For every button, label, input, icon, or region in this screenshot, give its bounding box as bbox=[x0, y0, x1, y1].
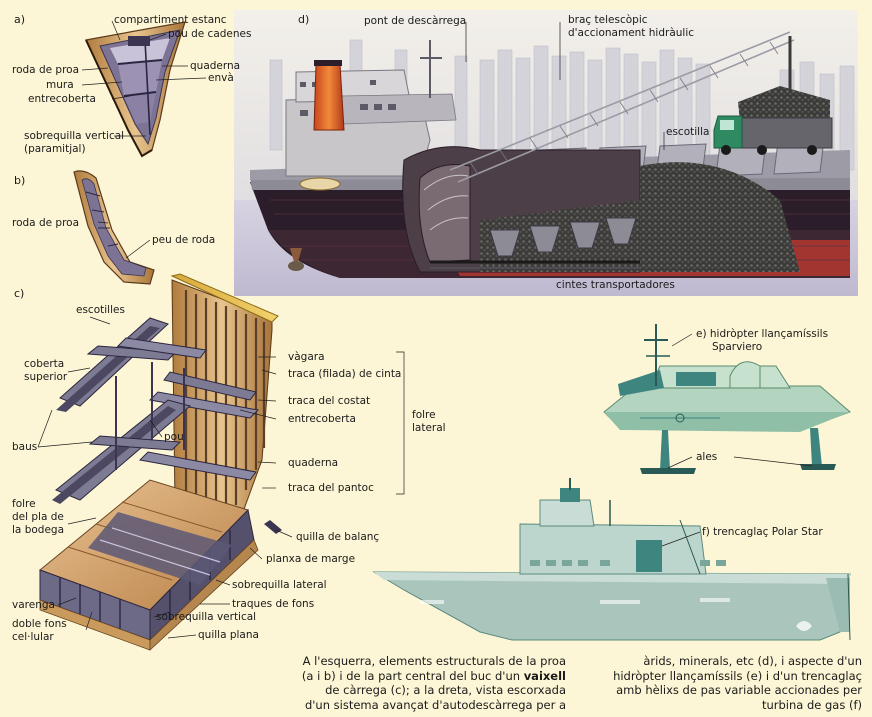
label-pont-descarrega: pont de descàrrega bbox=[364, 15, 467, 27]
label-folre-bodega-1: folre bbox=[12, 498, 36, 510]
label-pou-de-cadenes: pou de cadenes bbox=[168, 28, 252, 40]
label-quaderna-c: quaderna bbox=[288, 457, 339, 469]
label-folre-lateral-1: folre bbox=[412, 409, 436, 421]
section-label-d: d) bbox=[298, 13, 310, 26]
label-hidropter-1: e) hidròpter llançamíssils bbox=[696, 328, 829, 340]
label-entrecoberta-a: entrecoberta bbox=[28, 93, 96, 105]
section-label-b: b) bbox=[14, 174, 26, 187]
label-mura: mura bbox=[46, 79, 74, 91]
stem-diagram bbox=[73, 170, 155, 285]
label-roda-de-proa-b: roda de proa bbox=[12, 217, 80, 229]
label-coberta: coberta bbox=[24, 358, 65, 370]
label-sobrequilla-vertical-a: sobrequilla vertical bbox=[24, 130, 125, 142]
label-traca-pantoc: traca del pantoc bbox=[288, 482, 374, 494]
label-entrecoberta-c: entrecoberta bbox=[288, 413, 356, 425]
label-escotilles: escotilles bbox=[76, 304, 125, 316]
caption-right-line-2: hidròpter llançamíssils (e) i d'un trenc… bbox=[613, 668, 862, 683]
label-quilla-plana: quilla plana bbox=[198, 629, 259, 641]
label-hidropter-2: Sparviero bbox=[712, 341, 763, 353]
label-quaderna-a: quaderna bbox=[190, 60, 241, 72]
label-peu-de-roda: peu de roda bbox=[152, 234, 216, 246]
section-label-a: a) bbox=[14, 13, 26, 26]
label-baus: baus bbox=[12, 441, 38, 453]
label-folre-bodega-3: la bodega bbox=[12, 524, 65, 536]
label-sobrequilla-vertical-c: sobrequilla vertical bbox=[156, 611, 257, 623]
label-brac-telescopic-2: d'accionament hidràulic bbox=[568, 27, 695, 39]
caption-left-line-3: de càrrega (c); a la dreta, vista escorx… bbox=[325, 683, 566, 697]
label-cintes-transportadores: cintes transportadores bbox=[556, 279, 675, 291]
label-traca-costat: traca del costat bbox=[288, 395, 371, 407]
label-traca-cinta: traca (filada) de cinta bbox=[288, 368, 402, 380]
label-superior: superior bbox=[24, 371, 68, 383]
label-vagara: vàgara bbox=[288, 351, 325, 363]
label-quilla-balanc: quilla de balanç bbox=[296, 531, 380, 543]
midship-section-diagram bbox=[39, 273, 282, 651]
caption-right-line-1: àrids, minerals, etc (d), i aspecte d'un bbox=[643, 654, 862, 668]
caption-bold-word: vaixell bbox=[523, 668, 566, 683]
bow-structure-diagram bbox=[85, 21, 186, 158]
label-traques-fons: traques de fons bbox=[232, 598, 315, 610]
label-brac-telescopic-1: braç telescòpic bbox=[568, 14, 648, 26]
leader-lines bbox=[37, 20, 813, 639]
self-unloading-ship-diagram bbox=[234, 10, 858, 296]
label-cel-lular: cel·lular bbox=[12, 631, 54, 643]
icebreaker-diagram bbox=[372, 478, 851, 641]
label-folre-lateral-2: lateral bbox=[412, 422, 446, 434]
label-doble-fons: doble fons bbox=[12, 618, 67, 630]
caption-left: A l'esquerra, elements estructurals de l… bbox=[298, 654, 566, 712]
caption-right-line-3: amb hèlixs de pas variable accionades pe… bbox=[616, 683, 862, 697]
label-escotilla: escotilla bbox=[666, 126, 710, 138]
caption-right-line-4: turbina de gas (f) bbox=[761, 697, 862, 712]
label-trencaglac: f) trencaglaç Polar Star bbox=[702, 526, 823, 538]
label-compartiment-estanc: compartiment estanc bbox=[114, 14, 227, 26]
label-paramitjal: (paramitjal) bbox=[24, 143, 86, 155]
caption-left-line-4: d'un sistema avançat d'autodescàrrega pe… bbox=[304, 697, 566, 712]
label-planxa-marge: planxa de marge bbox=[266, 553, 356, 565]
label-enva: envà bbox=[208, 72, 234, 84]
label-folre-bodega-2: del pla de bbox=[12, 511, 64, 523]
hydrofoil-diagram bbox=[603, 324, 851, 474]
caption-right: àrids, minerals, etc (d), i aspecte d'un… bbox=[590, 654, 862, 712]
label-sobrequilla-lateral: sobrequilla lateral bbox=[232, 579, 327, 591]
section-label-c: c) bbox=[14, 287, 25, 300]
label-roda-de-proa-a: roda de proa bbox=[12, 64, 80, 76]
caption-left-line-1: A l'esquerra, elements estructurals de l… bbox=[302, 654, 566, 668]
label-varenga: varenga bbox=[12, 599, 55, 611]
label-ales: ales bbox=[696, 451, 718, 463]
label-pou: pou bbox=[164, 431, 184, 443]
caption-left-line-2: (a i b) i de la part central del buc d'u… bbox=[301, 668, 566, 683]
